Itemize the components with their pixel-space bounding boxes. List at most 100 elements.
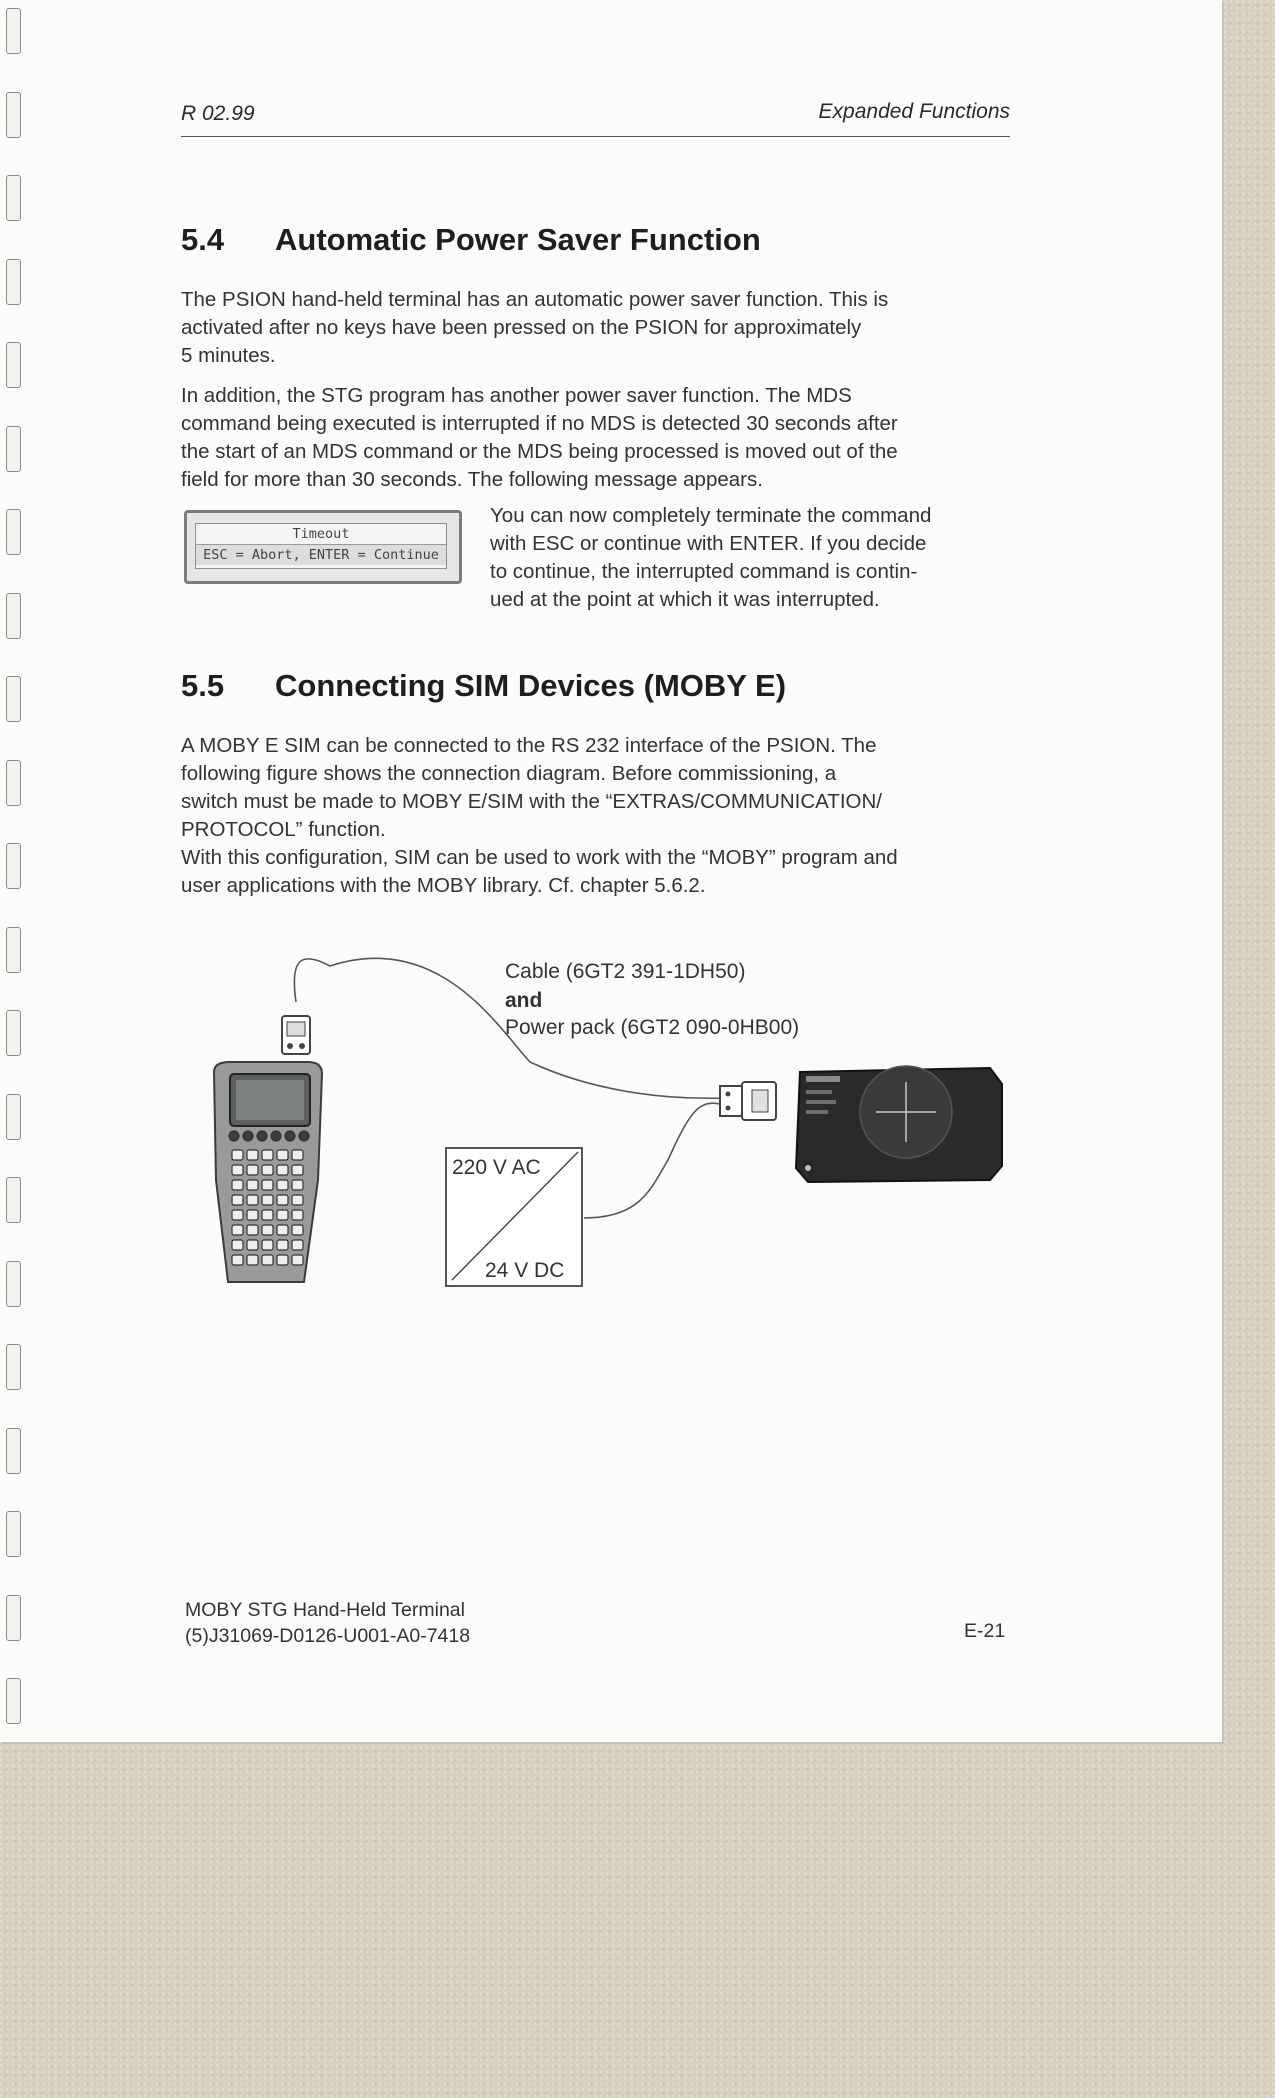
keypad-key <box>231 1194 244 1206</box>
text-line: the start of an MDS command or the MDS b… <box>181 440 898 463</box>
dc-voltage-label: 24 V DC <box>485 1259 565 1282</box>
psion-handheld-terminal <box>212 1061 324 1283</box>
paragraph-sim-connection: A MOBY E SIM can be connected to the RS … <box>181 732 1021 900</box>
text-line: ued at the point at which it was interru… <box>490 588 880 611</box>
keypad-key <box>261 1224 274 1236</box>
keypad-key <box>261 1179 274 1191</box>
binding-ring <box>6 1427 21 1474</box>
binding-ring <box>6 1511 21 1557</box>
text-line: with ESC or continue with ENTER. If you … <box>490 532 927 555</box>
message-title: Timeout <box>292 526 350 542</box>
binding-ring <box>6 1010 21 1056</box>
keypad-key <box>231 1209 244 1221</box>
keypad-key <box>231 1149 244 1161</box>
keypad-key <box>246 1239 259 1251</box>
binding-ring <box>6 342 21 388</box>
message-display: Timeout ESC = Abort, ENTER = Continue <box>195 523 447 569</box>
keypad-key <box>261 1239 274 1251</box>
binding-ring <box>6 1594 21 1641</box>
keypad-key <box>246 1209 259 1221</box>
binding-ring <box>6 1177 21 1223</box>
text-line: switch must be made to MOBY E/SIM with t… <box>181 790 882 813</box>
binding-ring <box>6 8 21 54</box>
text-line: In addition, the STG program has another… <box>181 384 852 407</box>
text-line: You can now completely terminate the com… <box>490 504 932 527</box>
power-cable <box>583 1102 721 1219</box>
text-line: A MOBY E SIM can be connected to the RS … <box>181 734 877 757</box>
section-number: 5.5 <box>181 668 225 703</box>
connection-diagram <box>212 957 1003 1287</box>
binding-ring <box>6 592 21 639</box>
paragraph-terminate-command: You can now completely terminate the com… <box>490 502 1020 614</box>
keypad-key <box>291 1254 304 1266</box>
and-label: and <box>505 989 543 1012</box>
binding-ring <box>6 759 21 806</box>
keypad-key <box>291 1194 304 1206</box>
binding-ring <box>6 91 21 138</box>
keypad-key <box>291 1209 304 1221</box>
function-key <box>242 1130 254 1142</box>
header-revision: R 02.99 <box>181 102 255 125</box>
keypad-key <box>276 1254 289 1266</box>
keypad-key <box>291 1239 304 1251</box>
binding-ring <box>6 425 21 472</box>
handheld-connector <box>281 1015 311 1055</box>
keypad-key <box>246 1194 259 1206</box>
keypad-key <box>261 1164 274 1176</box>
binding-ring <box>6 258 21 305</box>
header-chapter: Expanded Functions <box>818 100 1010 123</box>
text-line: 5 minutes. <box>181 344 276 367</box>
timeout-message-box: Timeout ESC = Abort, ENTER = Continue <box>184 510 462 584</box>
text-line: With this configuration, SIM can be used… <box>181 846 898 869</box>
sim-device <box>794 1065 1003 1184</box>
paragraph-power-saver: The PSION hand-held terminal has an auto… <box>181 286 1021 370</box>
power-pack <box>445 1147 583 1287</box>
keypad-key <box>261 1149 274 1161</box>
keypad-key <box>231 1254 244 1266</box>
keypad-key <box>231 1179 244 1191</box>
binding-ring <box>6 1260 21 1307</box>
text-line: field for more than 30 seconds. The foll… <box>181 468 763 491</box>
footer-order-number: (5)J31069-D0126-U001-A0-7418 <box>185 1625 471 1647</box>
keypad-key <box>276 1194 289 1206</box>
section-title: Connecting SIM Devices (MOBY E) <box>275 668 787 703</box>
ac-voltage-label: 220 V AC <box>452 1156 541 1179</box>
keypad-key <box>291 1224 304 1236</box>
function-key <box>270 1130 282 1142</box>
section-title: Automatic Power Saver Function <box>275 222 761 257</box>
message-options: ESC = Abort, ENTER = Continue <box>196 544 446 565</box>
keypad-key <box>246 1179 259 1191</box>
function-key <box>284 1130 296 1142</box>
keypad-key <box>246 1164 259 1176</box>
keypad-key <box>246 1254 259 1266</box>
power-pack-label: Power pack (6GT2 090-0HB00) <box>505 1016 800 1039</box>
text-line: The PSION hand-held terminal has an auto… <box>181 288 889 311</box>
text-line: PROTOCOL” function. <box>181 818 386 841</box>
text-line: user applications with the MOBY library.… <box>181 874 706 897</box>
keypad-key <box>291 1149 304 1161</box>
keypad-key <box>276 1239 289 1251</box>
keypad-key <box>276 1164 289 1176</box>
keypad-key <box>231 1164 244 1176</box>
footer-title: MOBY STG Hand-Held Terminal <box>185 1599 465 1621</box>
binding-ring <box>6 175 21 221</box>
keypad-key <box>276 1149 289 1161</box>
keypad-key <box>291 1164 304 1176</box>
binding-ring <box>6 509 21 555</box>
binding-ring <box>6 926 21 973</box>
paragraph-stg-power-saver: In addition, the STG program has another… <box>181 382 1021 494</box>
keypad-key <box>261 1209 274 1221</box>
binding-ring <box>6 1678 21 1724</box>
keypad-key <box>246 1224 259 1236</box>
text-line: to continue, the interrupted command is … <box>490 560 918 583</box>
keypad-key <box>231 1239 244 1251</box>
keypad-key <box>291 1179 304 1191</box>
function-key <box>228 1130 240 1142</box>
binding-ring <box>6 1093 21 1140</box>
text-line: following figure shows the connection di… <box>181 762 837 785</box>
section-heading-5-5: 5.5 Connecting SIM Devices (MOBY E) <box>181 668 786 704</box>
serial-cable <box>293 957 726 1100</box>
keypad-key <box>276 1224 289 1236</box>
